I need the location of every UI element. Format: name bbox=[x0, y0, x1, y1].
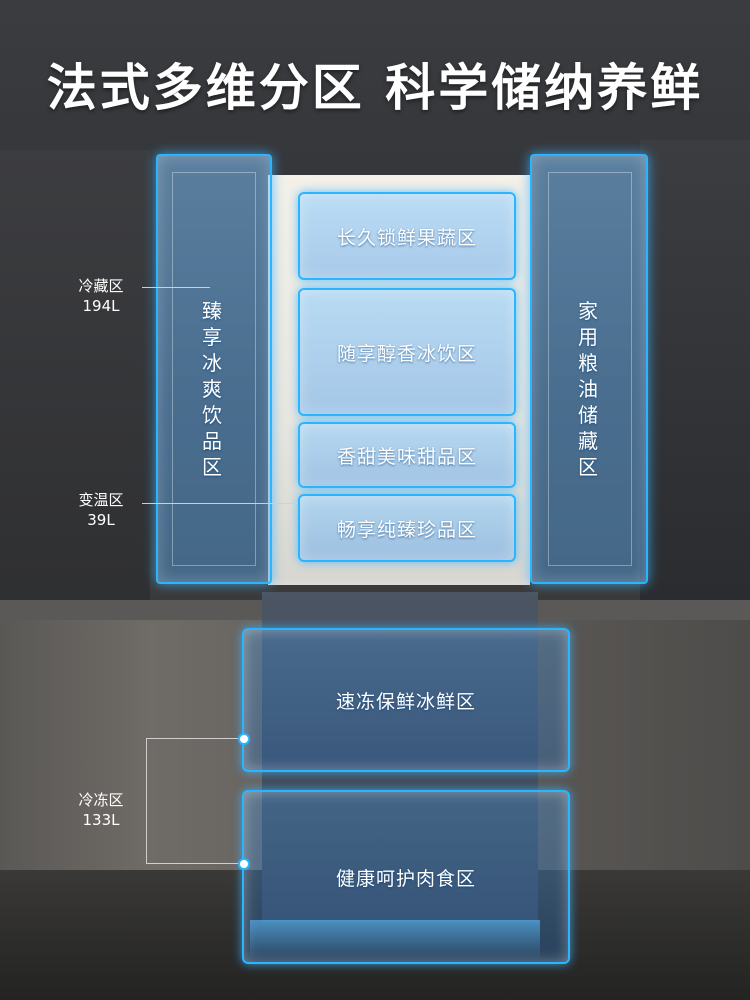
variable-zone-volume: 39L bbox=[87, 511, 115, 529]
background-wall-right bbox=[640, 140, 750, 600]
right-door-label: 家用粮油储藏区 bbox=[578, 299, 598, 479]
freezer-zone-volume: 133L bbox=[82, 811, 120, 829]
fridge-zone-name: 冷藏区 bbox=[78, 277, 124, 295]
freezer-dot-bottom bbox=[238, 858, 250, 870]
fridge-leader-line bbox=[142, 287, 210, 288]
freezer-leader-vertical bbox=[146, 738, 147, 864]
drawer-glow bbox=[250, 920, 540, 960]
zone-fresh-fruit-veg: 长久锁鲜果蔬区 bbox=[298, 192, 516, 280]
left-door-shelf-outline bbox=[172, 172, 256, 566]
left-door: 臻享冰爽饮品区 bbox=[156, 154, 272, 584]
background-wall-left bbox=[0, 150, 150, 620]
freezer-zone-label: 冷冻区 133L bbox=[68, 790, 134, 830]
freezer-leader-bottom bbox=[146, 863, 242, 864]
zone-drinks: 随享醇香冰饮区 bbox=[298, 288, 516, 416]
fridge-lower-body bbox=[262, 592, 538, 922]
zone-variable-temp: 畅享纯臻珍品区 bbox=[298, 494, 516, 562]
zone-quick-freeze: 速冻保鲜冰鲜区 bbox=[242, 628, 570, 772]
headline: 法式多维分区 科学储纳养鲜 bbox=[46, 59, 704, 117]
variable-zone-name: 变温区 bbox=[78, 491, 124, 509]
right-door-shelf-outline bbox=[548, 172, 632, 566]
zone-dessert: 香甜美味甜品区 bbox=[298, 422, 516, 488]
freezer-leader-top bbox=[146, 738, 242, 739]
freezer-zone-name: 冷冻区 bbox=[78, 791, 124, 809]
right-door: 家用粮油储藏区 bbox=[530, 154, 648, 584]
freezer-dot-top bbox=[238, 733, 250, 745]
fridge-zone-label: 冷藏区 194L bbox=[68, 276, 134, 316]
fridge-zone-volume: 194L bbox=[82, 297, 120, 315]
variable-leader-line bbox=[142, 503, 298, 504]
left-door-label: 臻享冰爽饮品区 bbox=[202, 299, 222, 479]
variable-zone-label: 变温区 39L bbox=[68, 490, 134, 530]
